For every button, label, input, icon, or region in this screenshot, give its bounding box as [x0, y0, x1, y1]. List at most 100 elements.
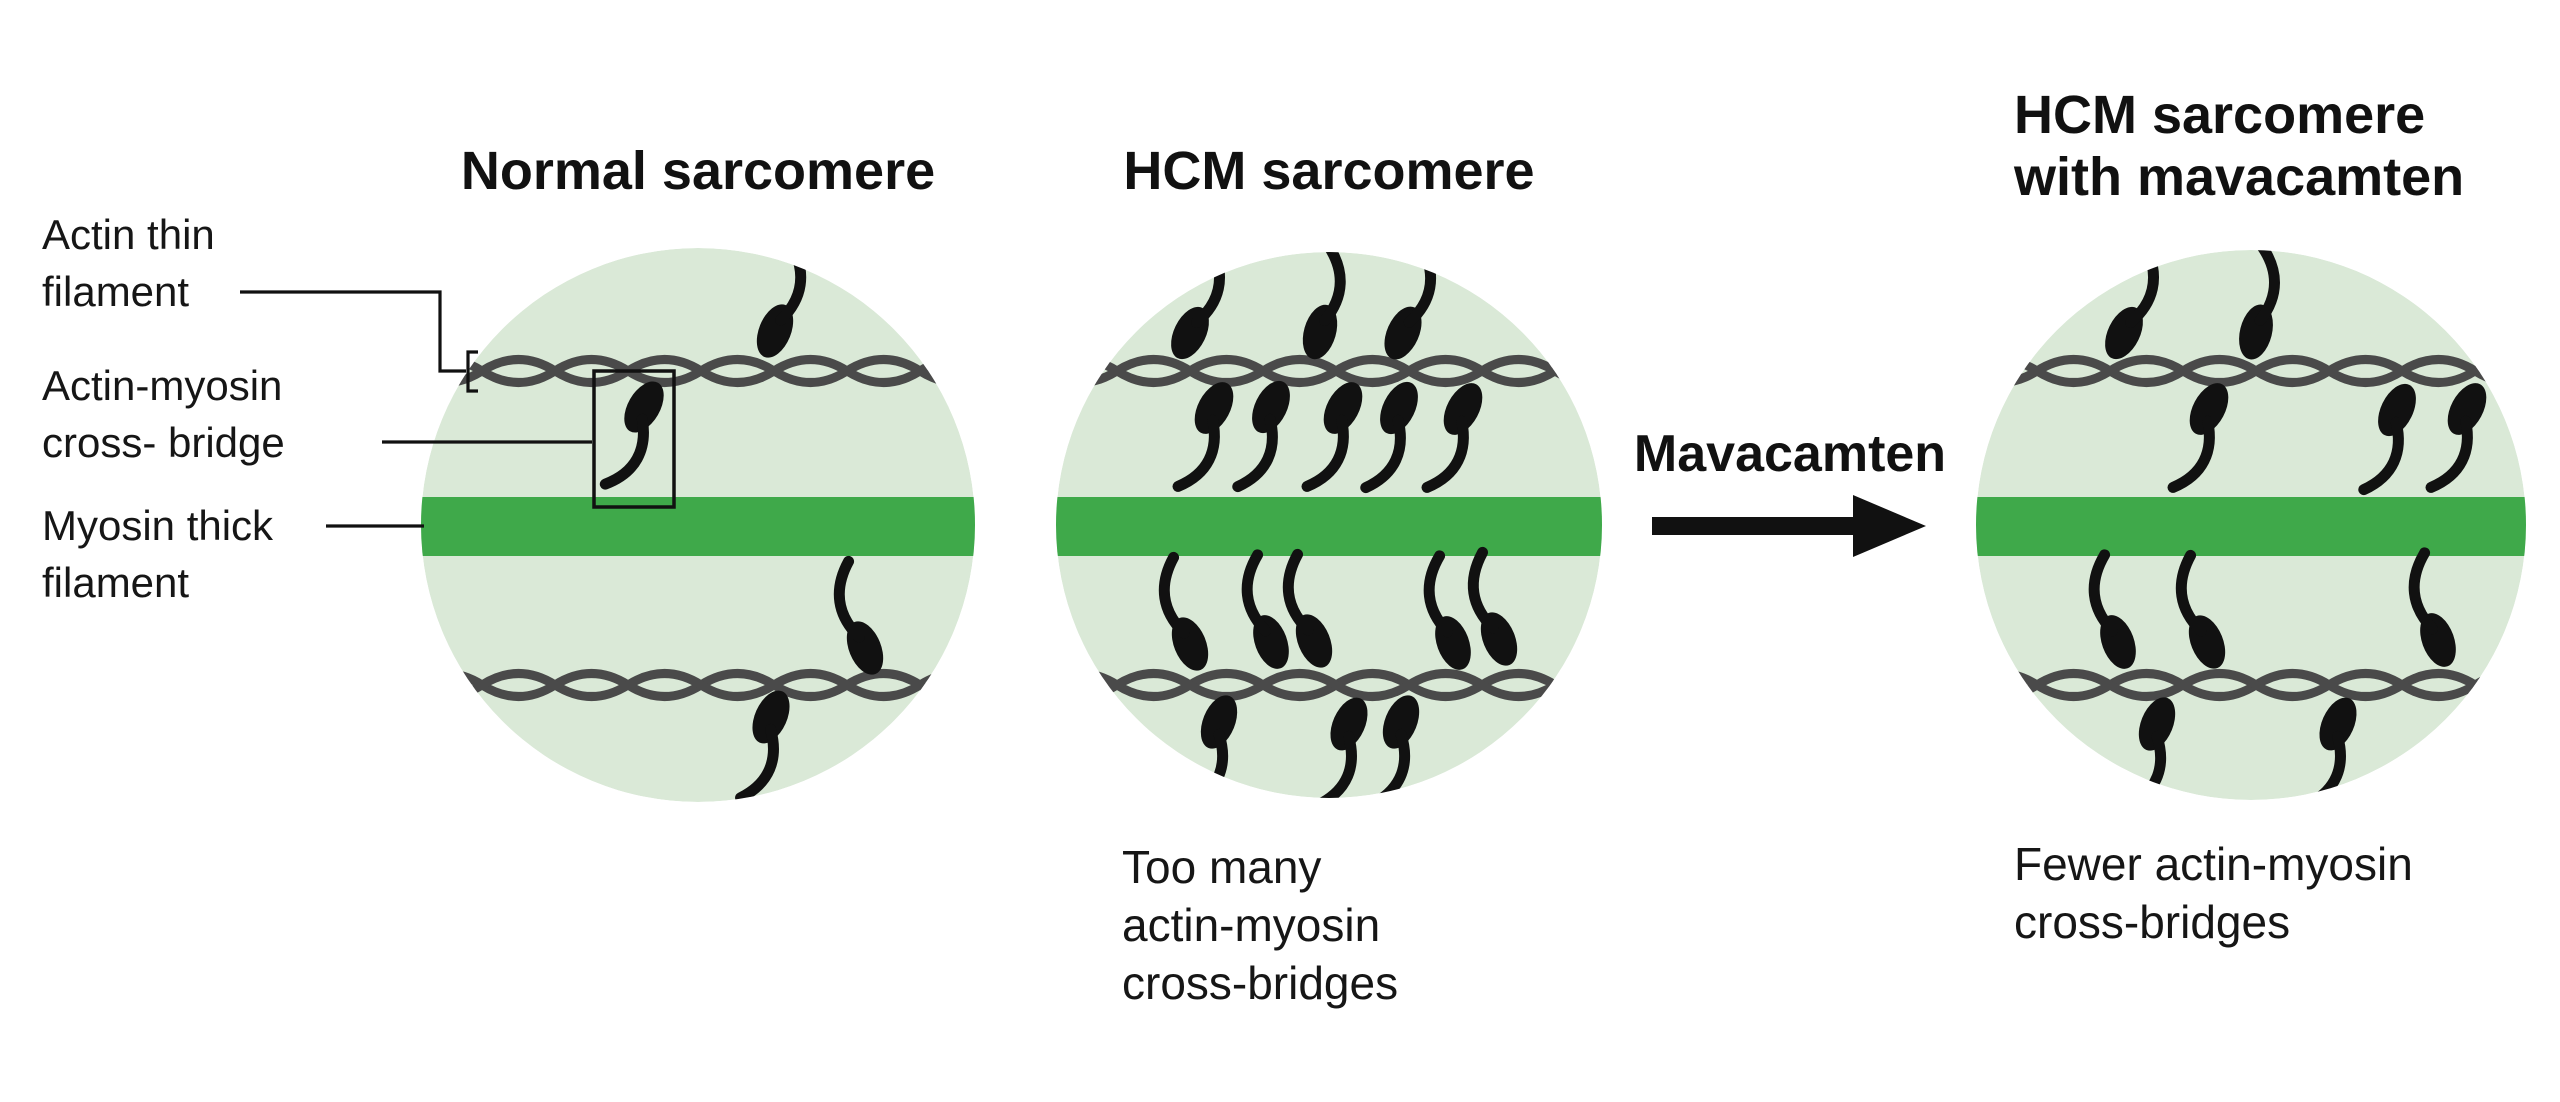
myosin-head [2425, 383, 2487, 493]
myosin-head [735, 690, 790, 802]
label-line: Actin-myosin [42, 362, 283, 409]
sarcomere-panel [1976, 250, 2526, 800]
myosin-head-lobe [2319, 697, 2357, 751]
actin-filament-bracket [466, 350, 478, 393]
myosin-head-tail [2302, 730, 2346, 800]
myosin-head-lobe [752, 690, 790, 744]
label-line: cross- bridge [42, 419, 285, 466]
myosin-head-lobe [1443, 383, 1483, 435]
myosin-head-tail [1172, 414, 1220, 492]
actin-thin-filament-chain [1976, 669, 2526, 701]
myosin-head-tail [735, 723, 779, 802]
mavacamten-arrow-label: Mavacamten [1633, 425, 1947, 483]
myosin-head-tail [2358, 416, 2404, 496]
title-line: HCM sarcomere [2014, 85, 2426, 145]
myosin-head [1360, 381, 1418, 494]
myosin-head-lobe [624, 381, 664, 433]
caption-line: cross-bridges [1122, 957, 1399, 1009]
myosin-head [833, 555, 884, 675]
caption-line: cross-bridges [2014, 896, 2291, 948]
myosin-head-lobe [1330, 697, 1368, 751]
myosin-head-lobe [2378, 383, 2416, 437]
myosin-head-tail [1301, 414, 1349, 492]
myosin-head-lobe [2189, 383, 2229, 435]
label-line: filament [42, 559, 190, 606]
caption-too-many-cross-bridges: Too many actin-myosin cross-bridges [1122, 838, 1398, 1012]
myosin-thick-filament-band [421, 497, 975, 556]
myosin-head [1185, 695, 1238, 798]
actin-thin-filament-chain [421, 355, 975, 387]
myosin-head [2239, 250, 2280, 360]
label-leader-line [240, 290, 466, 373]
myosin-head [1301, 382, 1363, 492]
myosin-head [2358, 383, 2416, 496]
myosin-head [2123, 697, 2176, 800]
myosin-head-lobe [1380, 381, 1418, 435]
myosin-head-tail [1319, 252, 1346, 327]
myosin-head [1241, 549, 1289, 669]
myosin-head [2167, 383, 2229, 493]
myosin-thick-filament-band [1976, 497, 2526, 556]
label-line: Actin thin [42, 211, 215, 258]
myosin-head-tail [2425, 415, 2473, 493]
title-hcm-with-mavacamten: HCM sarcomere with mavacamten [2014, 84, 2464, 208]
sarcomere-panel [1056, 252, 1602, 798]
actin-thin-filament-chain [1056, 669, 1602, 701]
myosin-head-tail [1185, 728, 1229, 798]
myosin-head [1367, 695, 1420, 798]
myosin-head-lobe [1194, 382, 1234, 434]
myosin-head-lobe [2447, 383, 2487, 435]
myosin-head [1172, 382, 1234, 492]
myosin-head-tail [1421, 415, 1469, 493]
myosin-head-tail [2123, 730, 2167, 800]
myosin-head [2088, 549, 2136, 669]
myosin-head-tail [2167, 415, 2215, 493]
cross-bridge-highlight-box [592, 369, 676, 509]
myosin-head-tail [1158, 551, 1190, 639]
myosin-head-tail [2254, 250, 2280, 326]
title-normal-sarcomere: Normal sarcomere [460, 141, 936, 201]
mavacamten-arrow-head [1853, 495, 1926, 557]
myosin-head-tail [833, 555, 865, 643]
caption-line: Too many [1122, 841, 1322, 893]
myosin-head-lobe [2138, 697, 2176, 751]
actin-thin-filament-chain [421, 669, 975, 701]
myosin-head-tail [2408, 547, 2439, 635]
label-line: Myosin thick [42, 502, 274, 549]
myosin-head-tail [1467, 546, 1499, 634]
myosin-head-tail [1423, 550, 1454, 638]
myosin-head [1158, 551, 1209, 671]
myosin-head [1232, 380, 1290, 493]
myosin-head [2175, 549, 2226, 669]
myosin-head-lobe [1323, 382, 1363, 434]
caption-fewer-cross-bridges: Fewer actin-myosin cross-bridges [2014, 835, 2413, 951]
myosin-head [1423, 550, 1471, 670]
myosin-head [2302, 697, 2357, 800]
myosin-head [1302, 252, 1346, 360]
myosin-head [599, 381, 664, 490]
myosin-head-tail [2088, 549, 2119, 637]
myosin-thick-filament-band [1056, 497, 1602, 556]
myosin-head [1313, 697, 1368, 798]
label-actin-myosin-cross-bridge: Actin-myosin cross- bridge [42, 357, 285, 471]
myosin-head-tail [1313, 730, 1357, 798]
title-line: with mavacamten [2014, 147, 2465, 207]
myosin-head [1467, 546, 1518, 666]
myosin-head [1421, 383, 1483, 493]
myosin-head-tail [1232, 413, 1278, 493]
caption-line: Fewer actin-myosin [2014, 838, 2413, 890]
mavacamten-arrow-shaft [1652, 517, 1853, 535]
myosin-head [2408, 547, 2456, 667]
title-hcm-sarcomere: HCM sarcomere [1123, 141, 1535, 201]
actin-thin-filament-chain [1056, 355, 1602, 387]
label-actin-thin-filament: Actin thin filament [42, 206, 215, 320]
myosin-head-tail [1367, 728, 1411, 798]
myosin-head-tail [1282, 548, 1314, 636]
myosin-head-tail [1241, 549, 1272, 637]
myosin-head-tail [1360, 414, 1406, 494]
actin-thin-filament-chain [1976, 355, 2526, 387]
myosin-head [1282, 548, 1333, 668]
myosin-head-lobe [1382, 695, 1420, 749]
